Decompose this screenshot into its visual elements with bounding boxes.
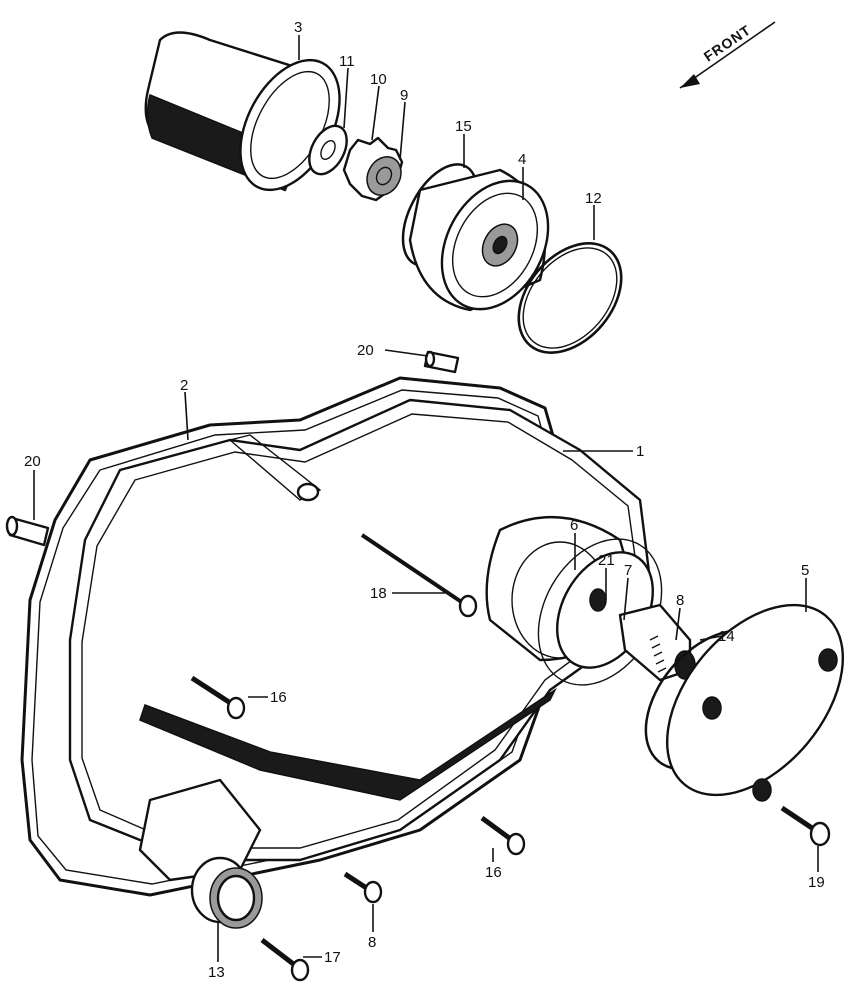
front-arrow: FRONT — [679, 21, 776, 89]
label-20-upper: 20 — [357, 342, 374, 359]
label-19: 19 — [808, 874, 825, 891]
label-3: 3 — [294, 19, 302, 36]
part-20-dowel-left — [5, 515, 50, 547]
part-10-gear — [342, 136, 404, 202]
label-2: 2 — [180, 377, 188, 394]
label-14: 14 — [718, 628, 735, 645]
part-16-screw-a — [190, 675, 246, 720]
part-18-long-bolt — [360, 533, 478, 618]
label-21: 21 — [598, 552, 615, 569]
part-4-drum — [408, 168, 550, 312]
part-1-cover — [68, 398, 652, 929]
label-8-spring: 8 — [676, 592, 684, 609]
part-labels: 3 11 10 9 15 4 12 20 2 20 1 6 21 7 8 5 1… — [24, 19, 825, 981]
part-20-dowel-upper — [423, 350, 460, 374]
part-16-screw-b — [480, 815, 526, 856]
label-4: 4 — [518, 151, 526, 168]
label-6: 6 — [570, 517, 578, 534]
part-8-spring — [618, 603, 696, 682]
part-17-screw — [260, 938, 310, 982]
label-7: 7 — [624, 562, 632, 579]
label-5: 5 — [801, 562, 809, 579]
label-1: 1 — [636, 443, 644, 460]
label-20-left: 20 — [24, 453, 41, 470]
label-17: 17 — [324, 949, 341, 966]
part-8-screw — [343, 871, 383, 904]
label-16-lower: 16 — [485, 864, 502, 881]
label-16-upper: 16 — [270, 689, 287, 706]
label-8-screw: 8 — [368, 934, 376, 951]
part-3-housing — [144, 31, 341, 192]
part-11-washer — [308, 124, 348, 176]
label-9: 9 — [400, 87, 408, 104]
part-5-cover-plate — [665, 603, 845, 802]
label-13: 13 — [208, 964, 225, 981]
label-18: 18 — [370, 585, 387, 602]
leader-lines — [33, 35, 819, 962]
label-10: 10 — [370, 71, 387, 88]
label-11: 11 — [339, 53, 355, 70]
label-12: 12 — [585, 190, 602, 207]
part-19-screw — [780, 805, 831, 847]
label-15: 15 — [455, 118, 472, 135]
part-12-snap-ring — [517, 242, 623, 354]
